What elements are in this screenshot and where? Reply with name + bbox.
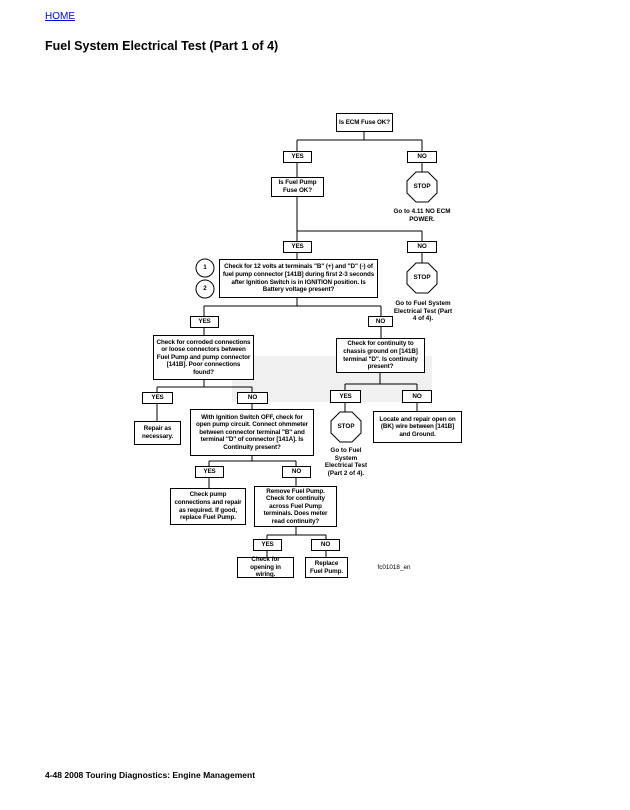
no-label: NO [407,151,437,163]
yes-label: YES [330,390,361,403]
no-label: NO [282,466,311,478]
step-2-label: 2 [203,285,207,292]
ignition-off-box: With Ignition Switch OFF, check for open… [190,409,314,456]
stop2-instruction: Go to Fuel System Electrical Test (Part … [393,300,453,323]
check-opening-box: Check for opening in wiring. [237,556,294,578]
stop3-instruction: Go to Fuel System Electrical Test (Part … [324,447,368,477]
no-label: NO [368,316,393,327]
stop-label: STOP [337,423,355,430]
page-footer: 4-48 2008 Touring Diagnostics: Engine Ma… [45,770,256,780]
check-corroded-box: Check for corroded connections or loose … [153,335,254,380]
replace-pump-box: Replace Fuel Pump. [305,557,348,578]
stop-sign-3 [330,411,362,443]
repair-box: Repair as necessary. [134,421,181,445]
stop-sign-1 [406,171,438,203]
stop-label: STOP [413,274,431,281]
no-label: NO [402,390,432,403]
step-2-circle [195,279,215,299]
no-label: NO [311,539,340,551]
page-title: Fuel System Electrical Test (Part 1 of 4… [45,39,279,53]
yes-label: YES [253,539,282,551]
stop1-instruction: Go to 4.11 NO ECM POWER. [393,208,451,223]
yes-label: YES [190,316,219,328]
no-label: NO [237,392,268,404]
step-1-circle [195,258,215,278]
fuel-pump-fuse-question: Is Fuel Pump Fuse OK? [271,177,324,197]
yes-label: YES [283,151,312,163]
stop-label: STOP [413,183,431,190]
no-label: NO [407,241,437,253]
check-12v-box: Check for 12 volts at terminals "B" (+) … [219,259,378,298]
stop-sign-2 [406,262,438,294]
remove-pump-box: Remove Fuel Pump. Check for continuity a… [254,486,337,527]
home-link[interactable]: HOME [45,11,75,22]
yes-label: YES [283,241,312,253]
yes-label: YES [142,392,173,404]
figure-id: fc01018_en [377,564,411,571]
check-continuity-ground-box: Check for continuity to chassis ground o… [336,338,425,373]
step-1-label: 1 [203,264,207,271]
check-pump-box: Check pump connections and repair as req… [170,488,246,525]
locate-repair-box: Locate and repair open on (BK) wire betw… [373,411,462,443]
yes-label: YES [195,466,224,478]
ecm-fuse-question: Is ECM Fuse OK? [336,113,393,132]
